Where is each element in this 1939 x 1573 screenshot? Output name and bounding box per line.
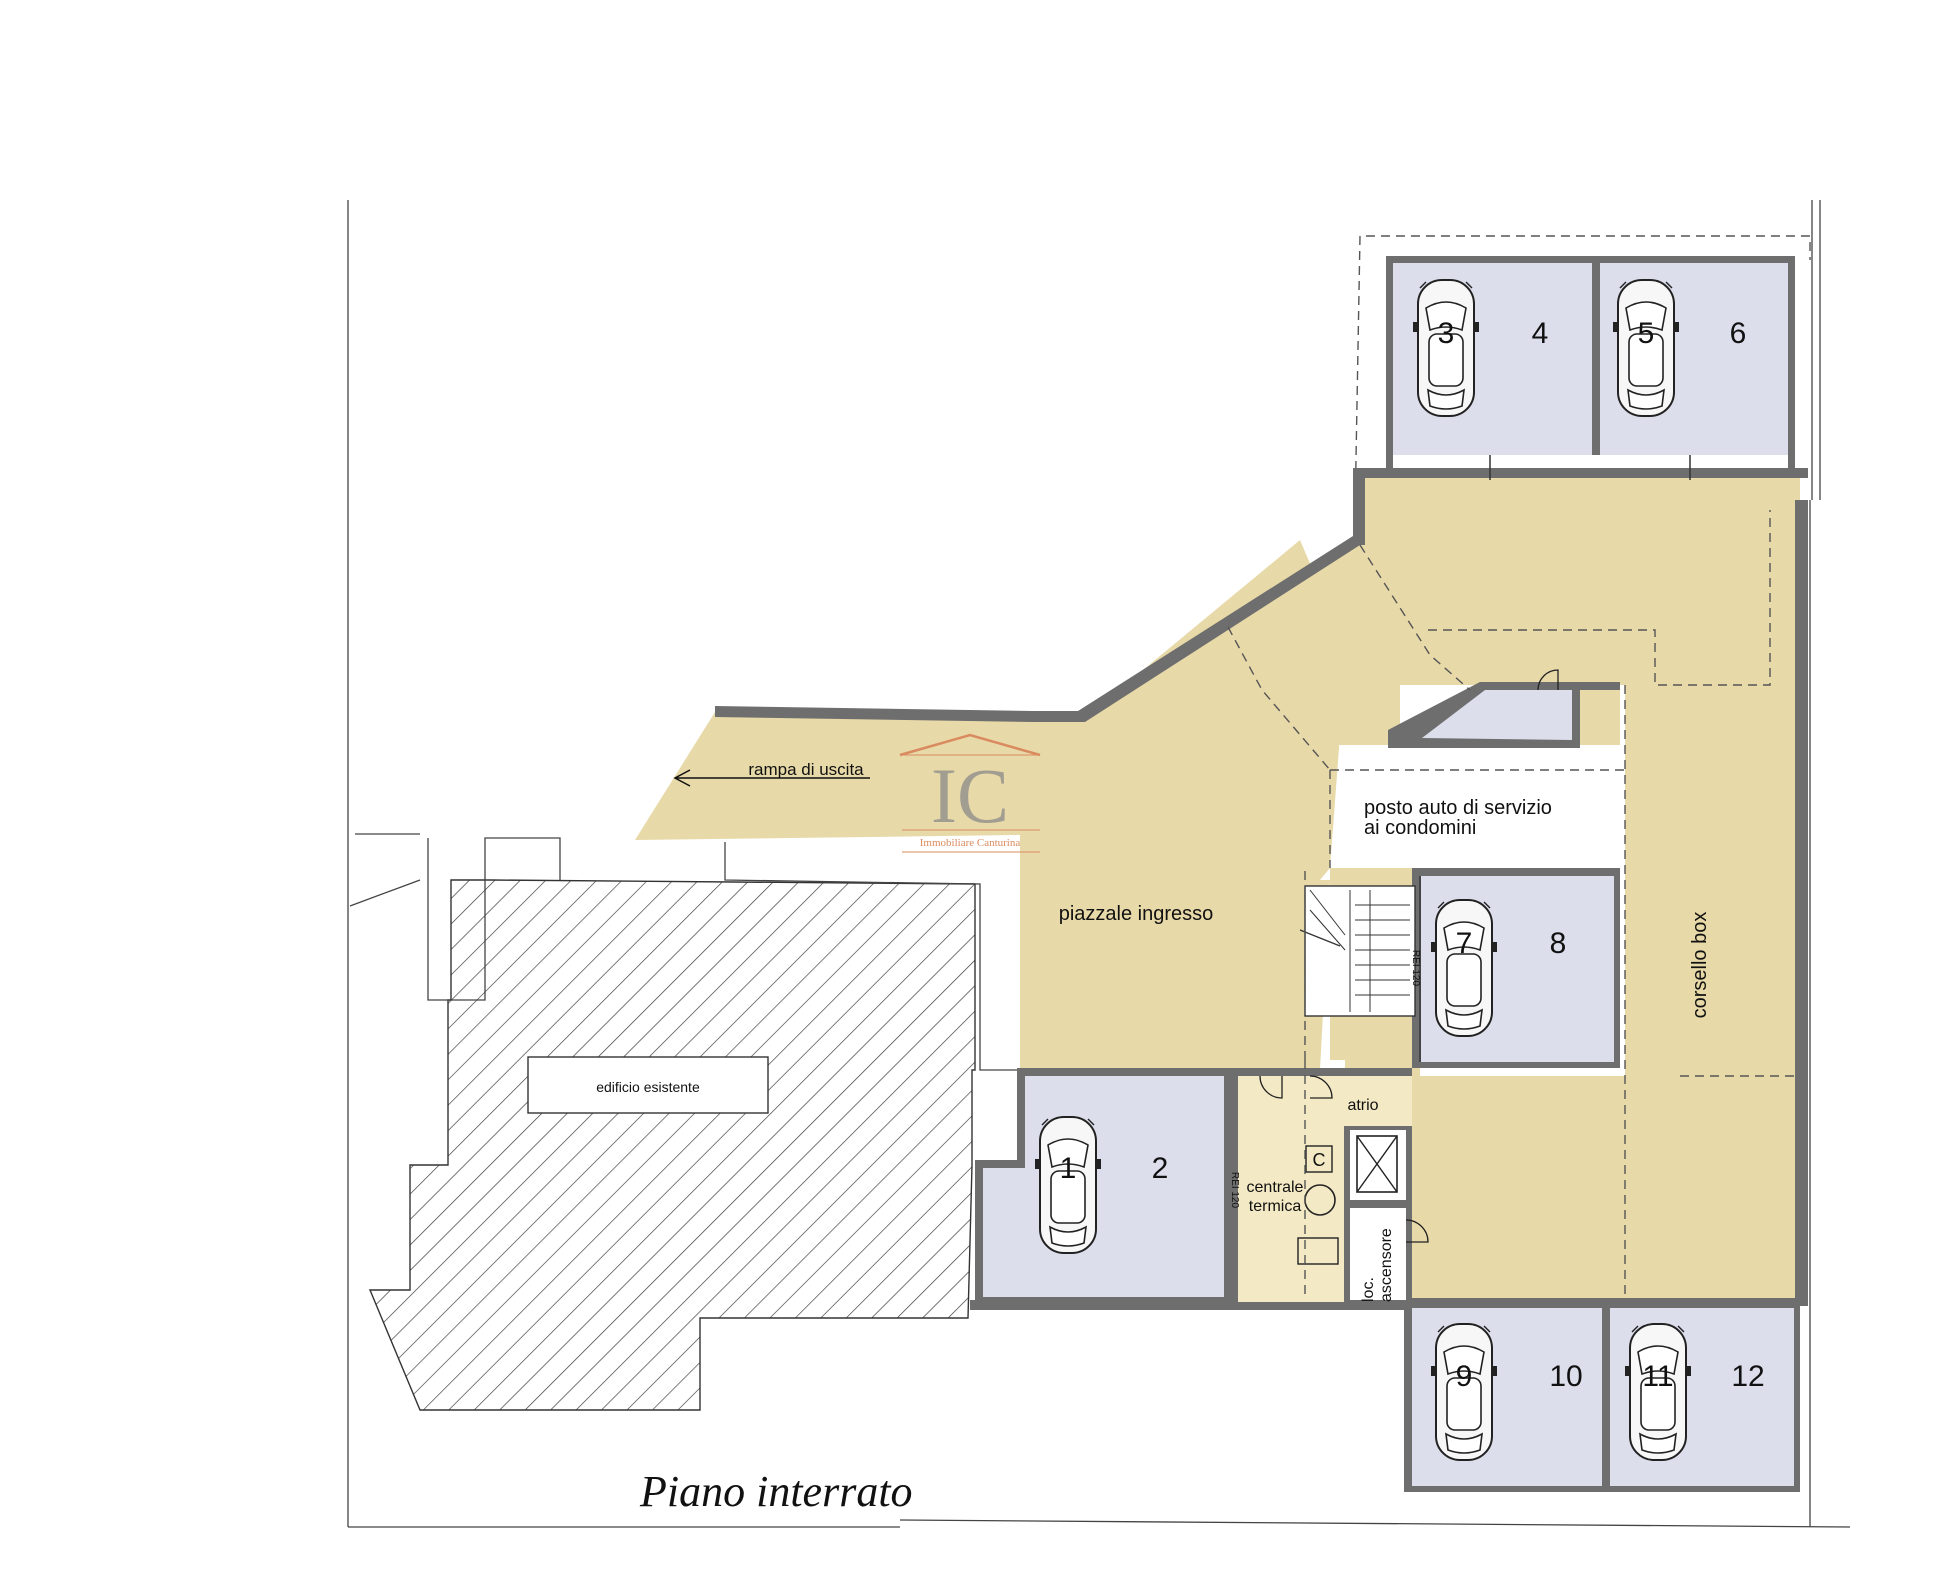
box-number: 3: [1438, 317, 1455, 350]
lift-label-1: loc.: [1360, 1277, 1377, 1302]
zone-dashes: [1227, 510, 1800, 1300]
existing-building-label: edificio esistente: [596, 1079, 700, 1095]
box-number: 10: [1549, 1360, 1582, 1393]
car-icon: [1430, 899, 1498, 1037]
fire-rating-label: REI 120: [1229, 1172, 1240, 1209]
box-group-bottom: [1404, 1300, 1800, 1492]
box-group-middle: [1412, 868, 1620, 1068]
boiler-label-2: termica: [1249, 1198, 1302, 1215]
lift-label-2: ascensore: [1378, 1228, 1395, 1302]
inner-room: [1388, 669, 1620, 748]
staircase: [1299, 885, 1416, 1017]
box-numbers: 1 2 3 4 5 6 7 8 9 10 11 12: [1060, 317, 1765, 1393]
fire-rating-label: REI 120: [1410, 950, 1421, 987]
aisle-label: corsello box: [1689, 912, 1711, 1019]
box-number: 11: [1642, 1360, 1673, 1393]
service-parking-label-1: posto auto di servizio: [1364, 797, 1552, 819]
box-number: 1: [1060, 1152, 1077, 1185]
car-icon: [1034, 1116, 1102, 1254]
box-group-left: [975, 1068, 1232, 1305]
logo-name: Immobiliare Canturina: [920, 837, 1021, 849]
courtyard-label: piazzale ingresso: [1059, 903, 1214, 925]
atrium-label: atrio: [1347, 1097, 1378, 1114]
room-labels: rampa di uscita piazzale ingresso posto …: [748, 760, 1711, 1302]
box-number: 8: [1550, 927, 1567, 960]
box-number: 6: [1730, 317, 1747, 350]
box-number: 12: [1731, 1360, 1764, 1393]
technical-block: C: [1232, 1060, 1429, 1308]
common-area-blocks: [1020, 470, 1800, 1300]
company-logo: IC Immobiliare Canturina: [899, 733, 1041, 853]
box-number: 4: [1532, 317, 1549, 350]
site-boundary: [347, 200, 1851, 1528]
boiler-label-1: centrale: [1247, 1179, 1304, 1196]
ramp-arrow: [673, 769, 870, 787]
plan-title: Piano interrato: [639, 1467, 913, 1516]
box-number: 9: [1456, 1360, 1473, 1393]
box-group-top: [1386, 256, 1795, 480]
ramp-label: rampa di uscita: [748, 760, 864, 779]
existing-building: edificio esistente: [368, 837, 1020, 1411]
box-number: 7: [1456, 927, 1473, 960]
service-parking-label-2: ai condomini: [1364, 817, 1476, 839]
logo-initials: IC: [931, 752, 1009, 839]
box-number: 2: [1152, 1152, 1169, 1185]
box-number: 5: [1638, 317, 1655, 350]
boiler-symbol: C: [1313, 1150, 1326, 1170]
